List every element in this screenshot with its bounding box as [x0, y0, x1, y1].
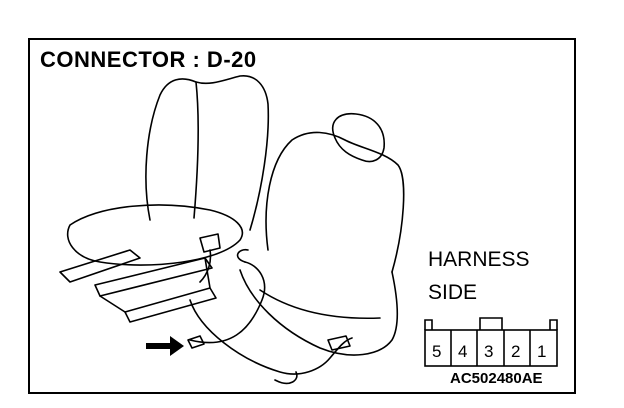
pointer-arrow-icon	[146, 336, 184, 356]
pin-label: 1	[537, 342, 546, 361]
connector-face: 5 4 3 2 1	[424, 317, 558, 367]
harness-side-label-line2: SIDE	[428, 281, 478, 304]
pin-label: 3	[484, 342, 493, 361]
diagram-frame	[28, 38, 576, 394]
pin-label: 2	[511, 342, 520, 361]
harness-side-label-line1: HARNESS	[428, 248, 530, 271]
connector-title: CONNECTOR : D-20	[40, 47, 257, 72]
pin-label: 5	[432, 342, 441, 361]
figure-code: AC502480AE	[450, 370, 543, 387]
pin-label: 4	[458, 342, 467, 361]
